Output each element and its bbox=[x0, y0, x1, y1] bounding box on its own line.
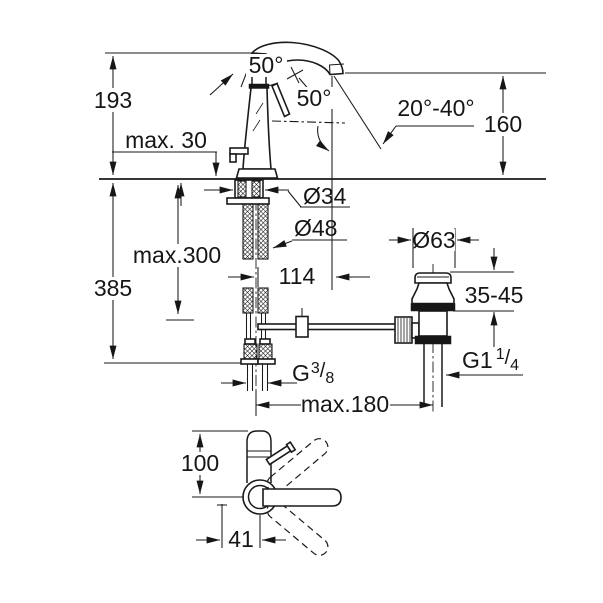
label-bg bbox=[179, 452, 222, 475]
lever-pivot-cross bbox=[286, 66, 304, 84]
label-bg bbox=[301, 393, 390, 416]
label-hose-thread: G3/8 bbox=[292, 360, 334, 387]
base-plate bbox=[235, 168, 279, 179]
plan-handle-solid bbox=[262, 488, 342, 507]
flex-hose-right-upper bbox=[257, 203, 269, 260]
hose-thread-sub: 8 bbox=[325, 370, 334, 387]
label-waste-dia: Ø63 bbox=[412, 227, 455, 253]
ext-lines-3545 bbox=[450, 271, 514, 312]
ext-lines-41 bbox=[221, 504, 261, 548]
label-bg bbox=[91, 277, 136, 300]
label-hose-length: max.300 bbox=[133, 242, 221, 268]
flex-hose-left-upper bbox=[242, 203, 254, 260]
flex-hose-right-lower bbox=[257, 287, 269, 314]
label-center-distance: max.180 bbox=[301, 391, 389, 417]
hose-nut-left bbox=[243, 343, 258, 360]
pop-up-rod-assembly bbox=[257, 308, 399, 338]
label-shank-dia: Ø34 bbox=[303, 183, 347, 209]
label-lever-swivel: 50° bbox=[297, 85, 332, 111]
label-bg bbox=[483, 113, 524, 136]
label-bg bbox=[465, 284, 524, 307]
aerator bbox=[328, 63, 345, 76]
label-bg bbox=[295, 87, 334, 109]
waste-tailpipe bbox=[423, 344, 443, 407]
mounting-washer bbox=[226, 197, 270, 205]
waste-seal-lower bbox=[414, 335, 452, 345]
dimensions-front bbox=[109, 55, 523, 416]
leader-dia48 bbox=[272, 240, 293, 249]
clamp-knob-knurling bbox=[397, 318, 411, 342]
clamp-knob bbox=[394, 316, 413, 344]
mounting-assembly bbox=[226, 179, 276, 391]
waste-seal-upper bbox=[410, 303, 456, 312]
waste-thread-base: G1 bbox=[462, 347, 493, 373]
rod-coupling bbox=[295, 315, 309, 338]
lever bbox=[270, 82, 291, 118]
hose-flange-right bbox=[257, 358, 276, 365]
faucet-body bbox=[242, 87, 272, 170]
faucet-plan-view bbox=[192, 430, 342, 556]
waste-body bbox=[418, 310, 448, 337]
label-spout-reach: 114 bbox=[279, 263, 316, 289]
flex-hose-left-lower bbox=[242, 287, 254, 314]
pull-rod-knob-tip bbox=[229, 153, 237, 163]
hose-flange-left bbox=[240, 358, 259, 365]
waste-funnel bbox=[411, 282, 455, 305]
hose-nipple-left bbox=[244, 338, 256, 345]
spray-stream-line bbox=[333, 75, 382, 150]
label-total-depth: 385 bbox=[94, 275, 132, 301]
label-lever-angle: 50° bbox=[249, 52, 284, 78]
label-waste-deck-range: 35-45 bbox=[465, 282, 524, 308]
label-bg bbox=[91, 88, 136, 112]
horizontal-rod bbox=[257, 323, 399, 331]
dimension-labels: 193 max. 30 50° 50° 20°-40° 160 Ø34 Ø48 … bbox=[91, 52, 524, 552]
label-base-dia: Ø48 bbox=[294, 215, 337, 241]
lever-angle-leader bbox=[209, 73, 234, 96]
waste-plug-cap bbox=[414, 272, 452, 284]
leader-dia34 bbox=[287, 190, 302, 208]
hose-nipple-right bbox=[259, 338, 271, 345]
plan-pull-rod bbox=[265, 441, 297, 466]
lever-rotation-arc bbox=[316, 125, 330, 152]
plan-spout-shaft bbox=[246, 430, 272, 483]
plan-pull-rod-shaft bbox=[265, 444, 292, 466]
lever-open-position-line bbox=[271, 120, 346, 124]
body-highlight-lines bbox=[252, 102, 264, 132]
hose-tails-upper bbox=[245, 313, 267, 339]
label-max-deck: max. 30 bbox=[125, 127, 207, 153]
mounting-bolt-left bbox=[237, 180, 247, 198]
pop-up-waste bbox=[394, 272, 456, 407]
label-plan-offset: 41 bbox=[228, 526, 254, 552]
hose-thread-slash: / bbox=[320, 360, 326, 382]
label-bg bbox=[133, 244, 222, 267]
hose-nut-right bbox=[258, 343, 273, 360]
waste-thread-sup: 1 bbox=[496, 346, 505, 363]
label-bg bbox=[229, 529, 254, 550]
hose-tails-lower bbox=[246, 364, 269, 391]
mounting-bolt-right bbox=[251, 180, 261, 198]
pull-rod-knob bbox=[229, 147, 249, 155]
ext-lines-100 bbox=[192, 430, 248, 498]
label-spout-height: 160 bbox=[484, 111, 522, 137]
label-spray-angle: 20°-40° bbox=[397, 95, 474, 121]
plan-pull-rod-tip bbox=[285, 441, 297, 454]
label-bg bbox=[246, 54, 287, 77]
label-bg bbox=[414, 229, 455, 251]
hose-thread-base: G bbox=[292, 360, 310, 386]
waste-thread-slash: / bbox=[505, 347, 511, 369]
hose-thread-sup: 3 bbox=[311, 360, 320, 377]
plan-spout-collar bbox=[247, 450, 271, 458]
label-plan-depth: 100 bbox=[181, 450, 219, 476]
label-total-height: 193 bbox=[94, 87, 132, 113]
waste-thread-sub: 4 bbox=[510, 357, 519, 374]
leader-spray-angle bbox=[382, 125, 397, 145]
